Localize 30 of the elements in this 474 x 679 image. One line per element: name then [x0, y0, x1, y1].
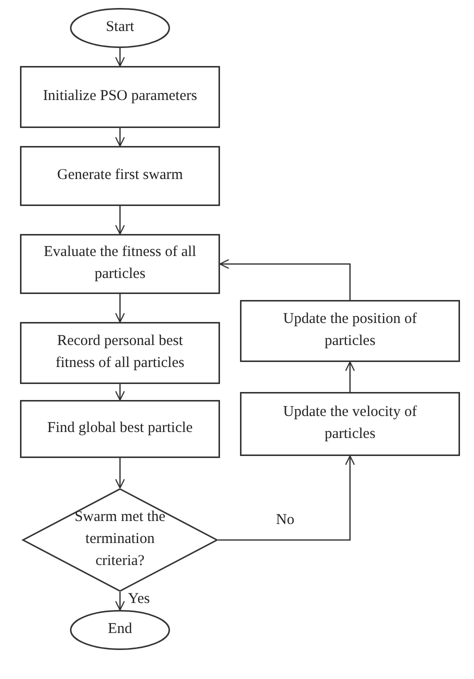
arrow — [114, 48, 126, 67]
arrow — [114, 384, 126, 401]
arrow — [344, 361, 356, 392]
node-text: Evaluate the fitness of all particles — [42, 243, 198, 284]
process-box — [20, 146, 220, 206]
node-text: Generate first swarm — [57, 166, 183, 186]
node-text: Start — [106, 18, 134, 38]
arrow — [218, 455, 356, 541]
arrow — [219, 258, 351, 300]
process-box — [240, 392, 460, 456]
node-text: Record personal best fitness of all particles — [54, 332, 186, 373]
node-text: Find global best particle — [47, 419, 193, 438]
process-box — [240, 300, 460, 362]
node-text: End — [108, 620, 132, 640]
arrow — [114, 294, 126, 323]
arrow — [114, 128, 126, 147]
decision-diamond — [22, 488, 218, 592]
node-text: Update the position of particles — [282, 310, 418, 351]
arrow — [114, 206, 126, 235]
start-ellipse — [70, 8, 170, 48]
process-box — [20, 234, 220, 294]
node-text: Swarm met the termination criteria? — [74, 508, 166, 571]
process-box — [20, 400, 220, 458]
end-ellipse — [70, 610, 170, 650]
process-box — [20, 322, 220, 384]
arrow — [114, 592, 126, 611]
node-text: Update the velocity of particles — [282, 403, 418, 444]
node-text: Initialize PSO parameters — [42, 87, 198, 106]
process-box — [20, 66, 220, 128]
arrow — [114, 458, 126, 489]
